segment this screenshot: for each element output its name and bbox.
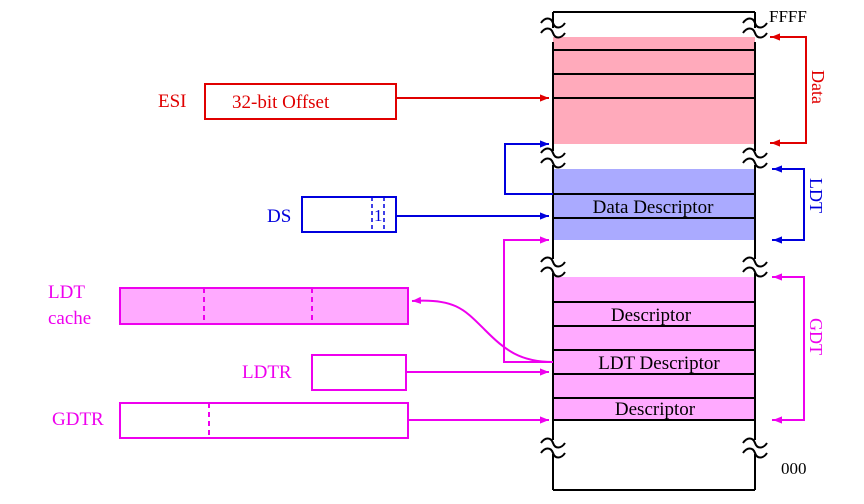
ds-register: DS 1 — [267, 196, 397, 233]
ldt-cache-label-line1: LDT — [48, 282, 85, 303]
esi-register: ESI 32-bit Offset — [158, 83, 397, 120]
memory-break-icon — [742, 266, 768, 278]
memory-break-icon — [742, 17, 768, 29]
memory-break-icon — [540, 147, 566, 159]
gdt-bracket: GDT — [772, 273, 826, 424]
memory-break-icon — [742, 147, 768, 159]
ldt-segment — [553, 169, 755, 240]
ldtr-label: LDTR — [242, 362, 292, 383]
gdtr-register: GDTR — [52, 402, 409, 439]
memory-break-icon — [742, 157, 768, 169]
bottom-address: 000 — [781, 459, 807, 478]
gdt-entry-descriptor-1: Descriptor — [611, 305, 692, 326]
memory-break-icon — [540, 437, 566, 449]
gdt-segment — [553, 277, 755, 420]
gdt-entry-descriptor-2: Descriptor — [615, 399, 696, 420]
esi-box — [204, 83, 397, 120]
memory-break-icon — [540, 256, 566, 268]
memory-break-icon — [540, 447, 566, 459]
ldt-bracket: LDT — [772, 165, 826, 244]
ldt-cache-label-line2: cache — [48, 308, 91, 329]
memory-break-icon — [742, 27, 768, 39]
memory-column: Data Descriptor Descriptor LDT Descripto… — [540, 7, 807, 491]
memory-break-icon — [540, 17, 566, 29]
gdt-entry-ldt-descriptor: LDT Descriptor — [598, 353, 720, 374]
ds-ti-bit: 1 — [374, 206, 383, 225]
memory-break-icon — [540, 266, 566, 278]
memory-break-icon — [742, 437, 768, 449]
top-address: FFFF — [769, 7, 807, 26]
ldt-descriptor-base-arrow — [503, 236, 553, 363]
ldt-entry-data-descriptor: Data Descriptor — [593, 197, 714, 218]
gdtr-box — [119, 402, 409, 439]
ds-label: DS — [267, 206, 291, 227]
gdtr-label: GDTR — [52, 409, 104, 430]
gdt-label: GDT — [806, 318, 826, 355]
memory-break-icon — [540, 157, 566, 169]
ldt-cache-load-arrow — [411, 296, 554, 363]
data-segment — [553, 37, 755, 144]
esi-offset-value: 32-bit Offset — [232, 92, 330, 113]
memory-break-icon — [742, 447, 768, 459]
memory-break-icon — [742, 256, 768, 268]
memory-break-icon — [540, 27, 566, 39]
ds-box — [301, 196, 397, 233]
ldt-cache-register: LDT cache — [48, 282, 409, 329]
data-segment-label: Data — [808, 70, 828, 104]
ldt-label: LDT — [806, 178, 826, 213]
data-segment-bracket: Data — [770, 33, 828, 147]
ldtr-register: LDTR — [242, 354, 407, 391]
ldtr-box — [311, 354, 407, 391]
esi-label: ESI — [158, 91, 187, 112]
ldt-cache-box — [119, 287, 409, 325]
data-descriptor-base-arrow — [504, 140, 553, 195]
